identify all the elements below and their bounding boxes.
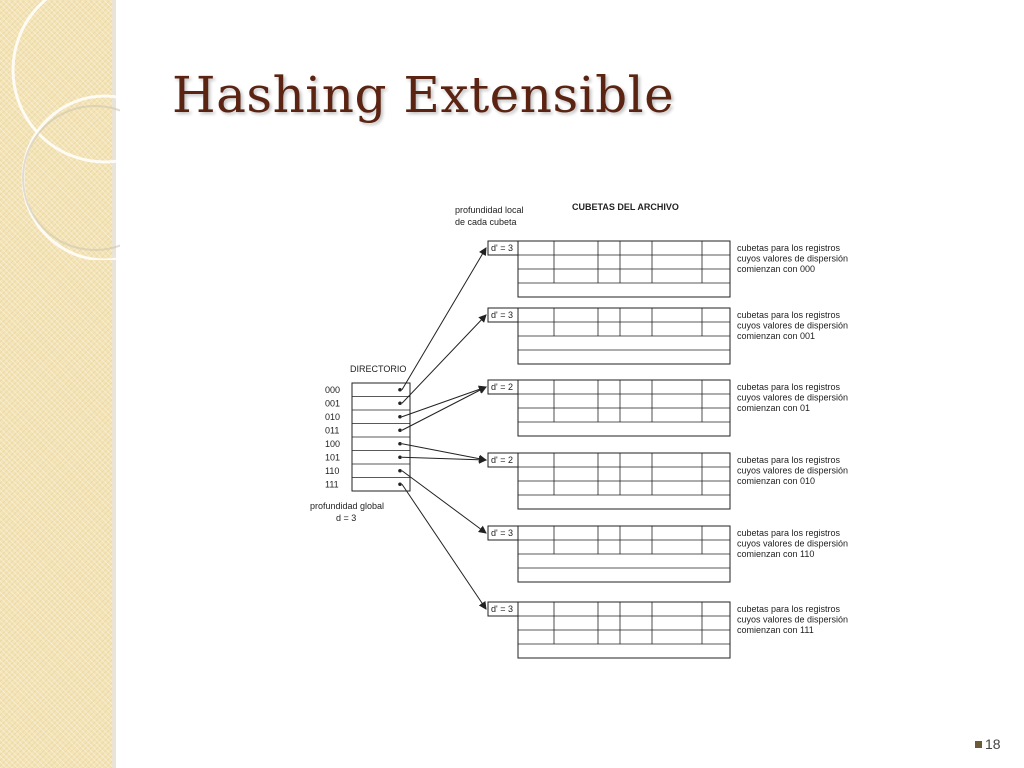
bucket-description-line: comienzan con 001 [737,331,815,341]
directory-pointer-dot [398,468,402,473]
pointer-arrow [401,247,487,391]
directory-entry-label: 000 [325,385,340,395]
directory-pointer-dot [398,455,402,460]
bucket-description-line: cuyos valores de dispersión [737,615,848,625]
slide-number: 18 [985,736,1001,752]
pointer-arrow [401,314,487,404]
bucket-description-line: comienzan con 000 [737,264,815,274]
bucket-depth-box [487,525,519,541]
directory-pointer-dot [398,441,402,446]
directory-pointer-dot [398,428,402,433]
directory-entry-label: 010 [325,412,340,422]
bucket-description-line: comienzan con 01 [737,403,810,413]
bucket-description-line: comienzan con 111 [737,625,814,635]
bucket-description-line: cubetas para los registros [737,604,841,614]
bucket-description-line: cubetas para los registros [737,528,841,538]
bucket-depth-label: d' = 2 [491,382,513,392]
bucket-description-line: comienzan con 110 [737,549,814,559]
directory-entry-label: 111 [325,480,339,490]
directory-pointer-dot [398,401,402,406]
bucket-depth-box [487,601,519,617]
directory-entry-label: 011 [325,426,339,436]
buckets-header: CUBETAS DEL ARCHIVO [572,202,679,212]
local-depth-label-line2: de cada cubeta [455,217,517,227]
directory-entry-label: 101 [325,453,340,463]
pointer-arrow [401,455,487,464]
bucket-depth-box [487,452,519,468]
bucket-depth-box [487,307,519,323]
directory-label: DIRECTORIO [350,364,406,374]
bucket-depth-label: d' = 3 [491,243,513,253]
bucket-description-line: cuyos valores de dispersión [737,321,848,331]
slide-number-area: 18 [975,736,1001,752]
bucket-description-line: comienzan con 010 [737,476,815,486]
directory-entry-label: 100 [325,439,340,449]
bucket-description-line: cuyos valores de dispersión [737,393,848,403]
bucket-description-line: cuyos valores de dispersión [737,539,848,549]
bucket-depth-label: d' = 3 [491,310,513,320]
pointer-arrow [401,483,487,610]
bucket-depth-box [487,379,519,395]
directory-entry-label: 110 [325,466,339,476]
bucket-description-line: cuyos valores de dispersión [737,254,848,264]
pointer-arrows [401,247,487,610]
pointer-arrow [401,470,487,534]
directory-pointer-dot [398,387,402,392]
bucket-depth-label: d' = 3 [491,604,513,614]
global-depth-label-line2: d = 3 [336,513,356,523]
directory-pointer-dot [398,482,402,487]
bucket-depth-label: d' = 3 [491,528,513,538]
slide-title: Hashing Extensible [172,66,675,124]
bucket-description-line: cubetas para los registros [737,243,841,253]
decorative-sidebar [0,0,112,768]
directory: 000 001 010 011 100 101 110 111 [325,382,411,492]
global-depth-label-line1: profundidad global [310,501,384,511]
bucket-depth-box [487,240,519,256]
bucket-description-line: cuyos valores de dispersión [737,466,848,476]
pointer-arrow [401,386,487,431]
directory-pointer-dot [398,414,402,419]
pointer-arrow [401,443,487,463]
decorative-circles [11,0,120,260]
bucket-description-line: cubetas para los registros [737,455,841,465]
sidebar-divider [112,0,116,768]
pointer-arrow [401,385,487,418]
bucket-description-line: cubetas para los registros [737,382,841,392]
bullet-icon [975,741,982,748]
bucket-depth-label: d' = 2 [491,455,513,465]
extendible-hashing-diagram: profundidad local de cada cubeta CUBETAS… [310,202,848,659]
directory-entry-label: 001 [325,399,340,409]
bucket-description-line: cubetas para los registros [737,310,841,320]
local-depth-label-line1: profundidad local [455,205,524,215]
